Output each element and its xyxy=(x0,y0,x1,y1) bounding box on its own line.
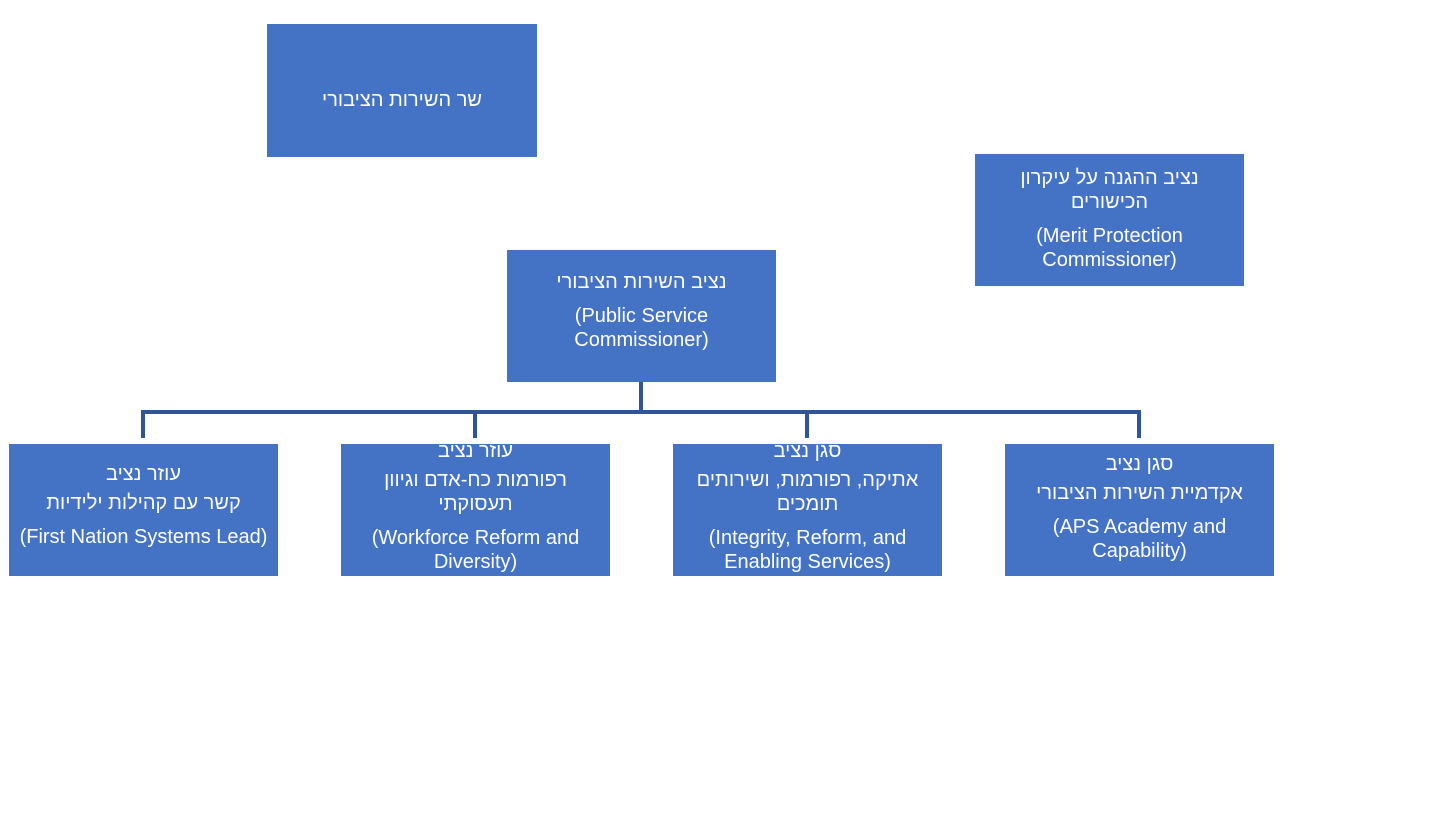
academy-english-line1: (APS Academy and xyxy=(1052,516,1227,538)
workforce-english-line1: (Workforce Reform and xyxy=(371,527,580,549)
first-nation-role: עוזר נציב xyxy=(106,463,181,485)
integrity-english-line1: (Integrity, Reform, and xyxy=(708,527,907,549)
merit-title-line2: הכישורים xyxy=(1070,191,1149,213)
public-service-commissioner-box: נציב השירות הציבורי (Public Service Comm… xyxy=(507,250,776,382)
workforce-box: עוזר נציב רפורמות כח-אדם וגיוון תעסוקתי … xyxy=(341,440,610,576)
merit-english-line1: (Merit Protection xyxy=(1036,225,1183,247)
academy-english-line2: Capability) xyxy=(1092,540,1187,562)
first-nation-box: עוזר נציב קשר עם קהילות ילידיות (First N… xyxy=(9,444,278,576)
integrity-english-line2: Enabling Services) xyxy=(724,551,891,573)
commissioner-english-line2: Commissioner) xyxy=(574,329,709,351)
merit-english-line2: Commissioner) xyxy=(1042,249,1177,271)
workforce-title-line1: רפורמות כח-אדם וגיוון xyxy=(384,469,567,491)
commissioner-title: נציב השירות הציבורי xyxy=(556,271,727,293)
academy-role: סגן נציב xyxy=(1105,453,1174,475)
commissioner-english-line1: (Public Service xyxy=(574,305,709,327)
workforce-title-line2: תעסוקתי xyxy=(438,493,513,515)
merit-protection-box: נציב ההגנה על עיקרון הכישורים (Merit Pro… xyxy=(975,154,1244,286)
integrity-role: סגן נציב xyxy=(773,440,842,462)
workforce-english-line2: Diversity) xyxy=(433,551,518,573)
academy-box: סגן נציב אקדמיית השירות הציבורי (APS Aca… xyxy=(1005,444,1274,576)
first-nation-title: קשר עם קהילות ילידיות xyxy=(46,492,241,514)
merit-title-line1: נציב ההגנה על עיקרון xyxy=(1020,167,1199,189)
academy-title: אקדמיית השירות הציבורי xyxy=(1036,482,1243,504)
first-nation-english: (First Nation Systems Lead) xyxy=(19,526,268,548)
minister-title: שר השירות הציבורי xyxy=(322,89,482,111)
integrity-box: סגן נציב אתיקה, רפורמות, ושירותים תומכים… xyxy=(673,440,942,576)
integrity-title-line2: תומכים xyxy=(776,493,839,515)
workforce-role: עוזר נציב xyxy=(438,440,513,462)
integrity-title-line1: אתיקה, רפורמות, ושירותים xyxy=(696,469,919,491)
minister-box: שר השירות הציבורי xyxy=(267,24,537,157)
